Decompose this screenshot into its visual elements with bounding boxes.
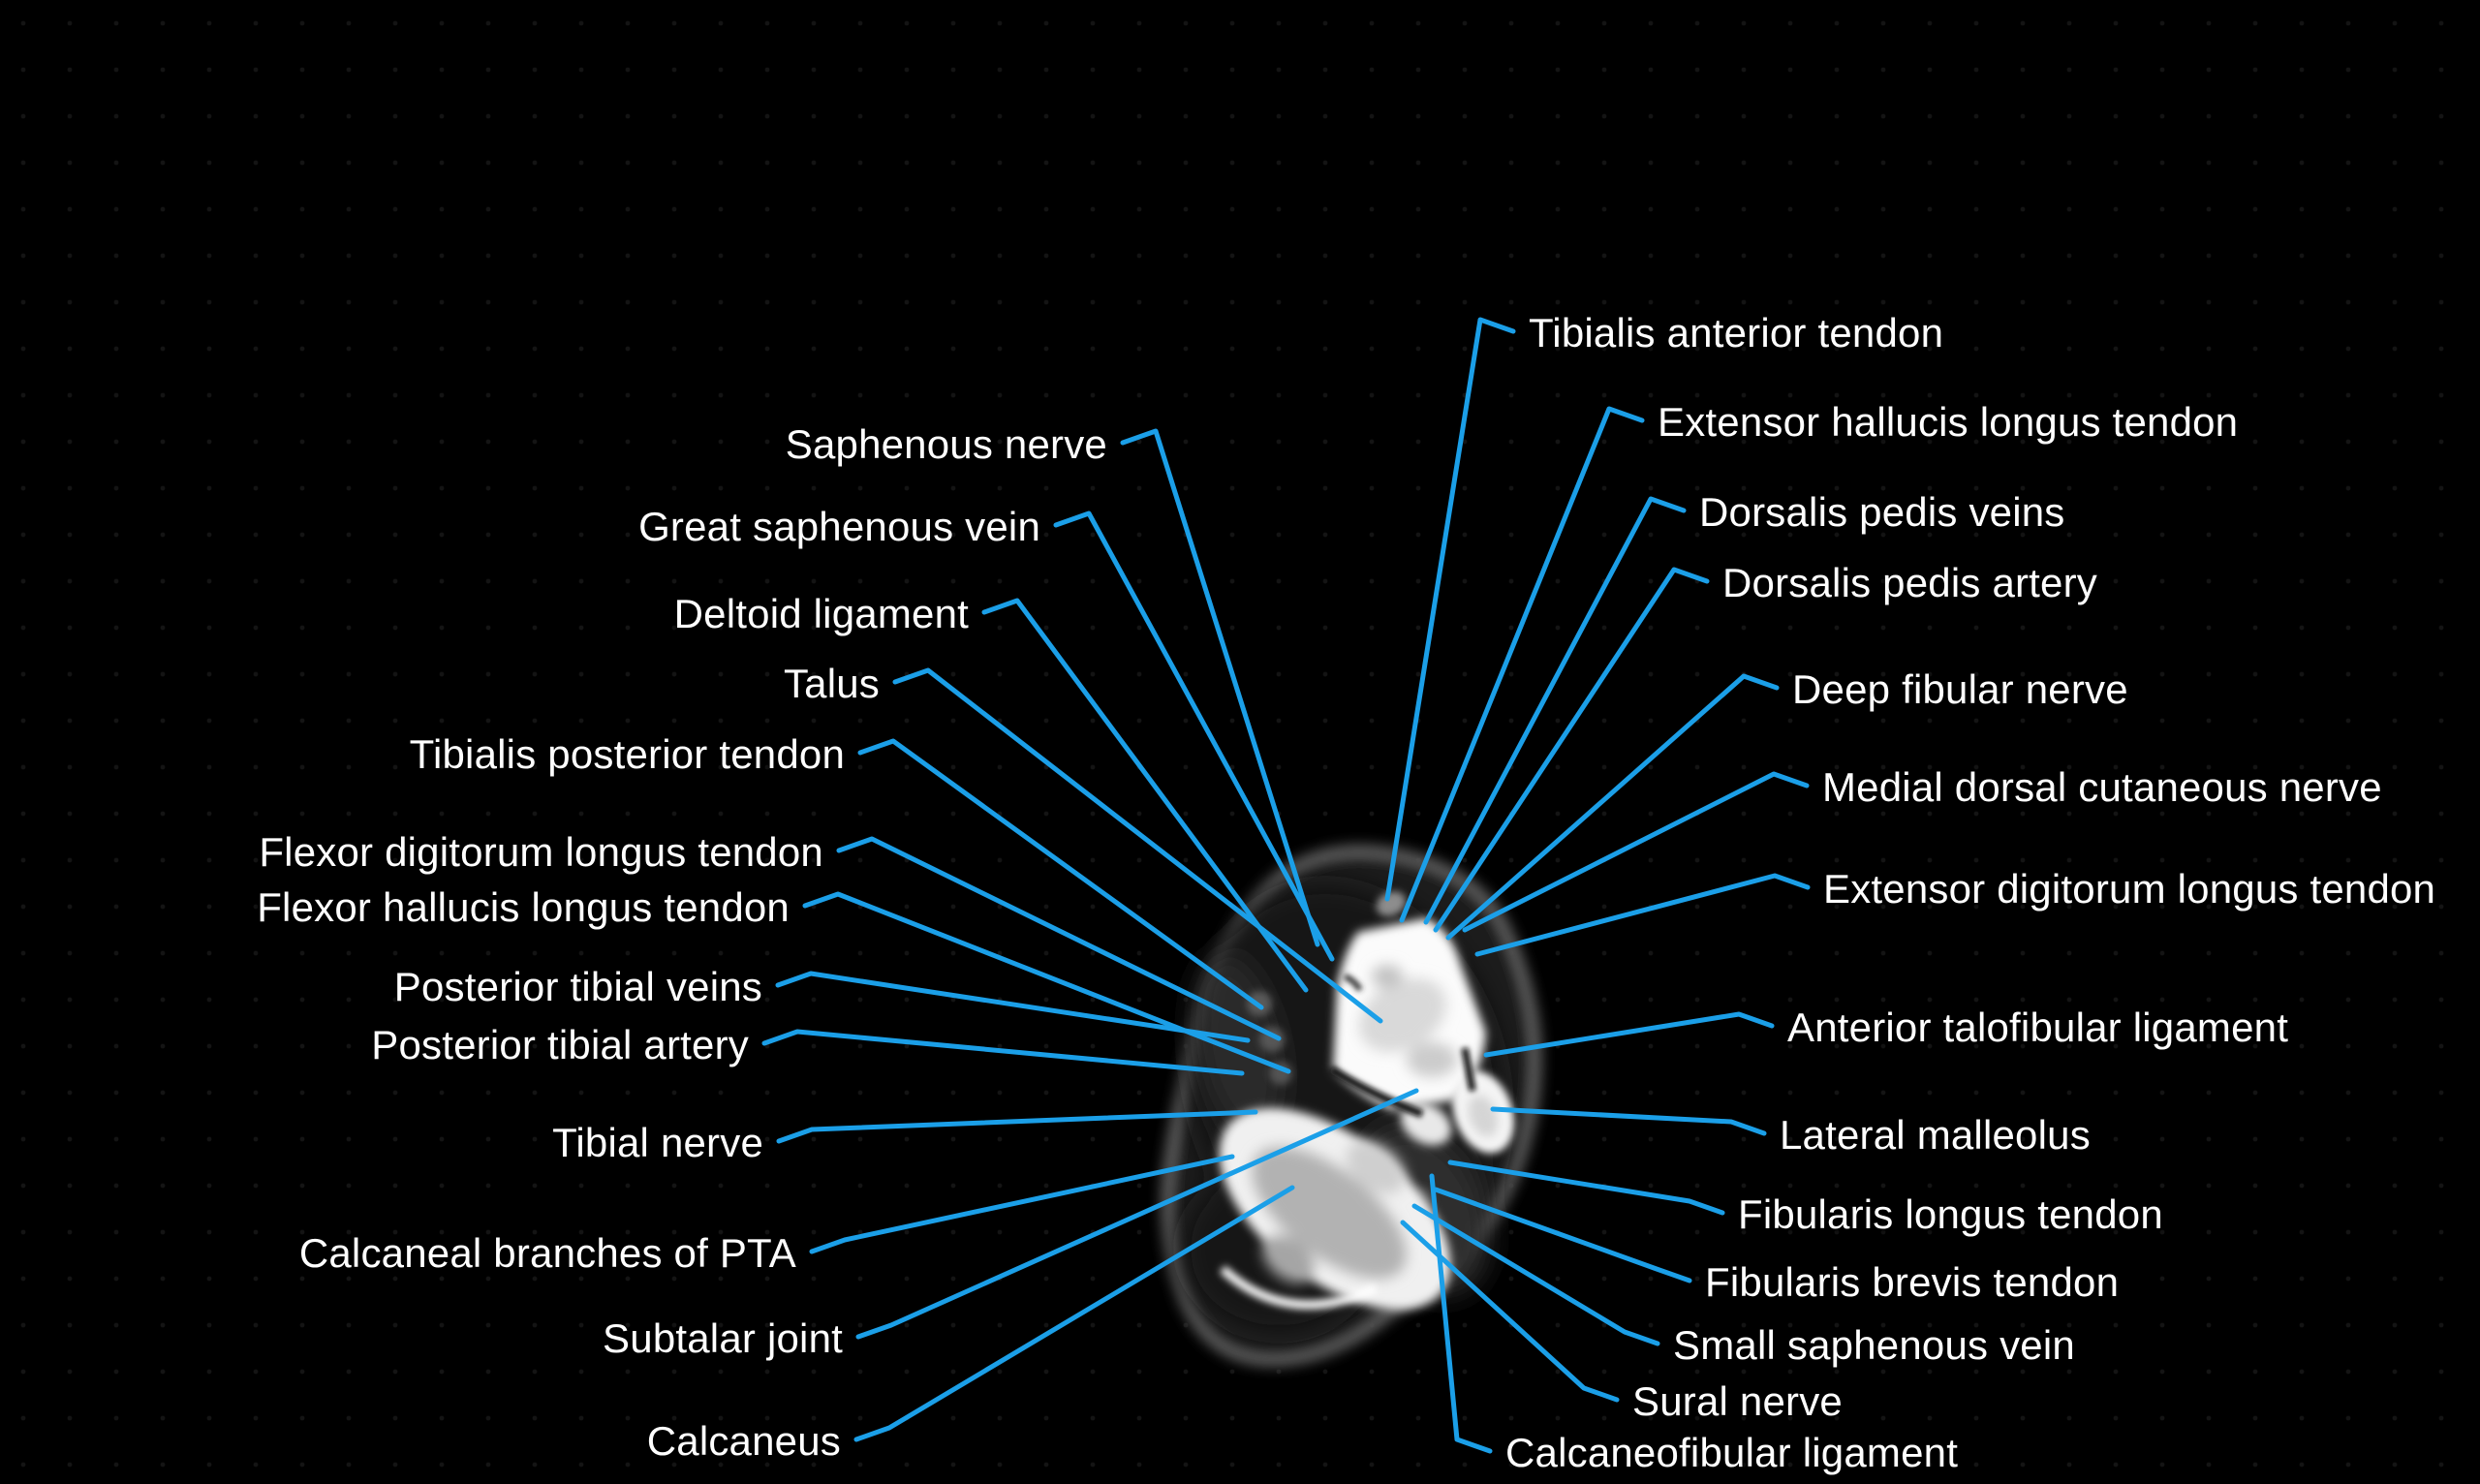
leader-line-tibialis-posterior-tendon: [857, 738, 1264, 1010]
leader-line-extensor-digitorum-longus-tendon: [1474, 873, 1811, 957]
label-posterior-tibial-artery: Posterior tibial artery: [371, 1021, 749, 1067]
label-posterior-tibial-veins: Posterior tibial veins: [393, 963, 762, 1009]
leader-line-posterior-tibial-artery: [761, 1029, 1245, 1076]
label-extensor-digitorum-longus-tendon: Extensor digitorum longus tendon: [1823, 865, 2436, 912]
label-lateral-malleolus: Lateral malleolus: [1780, 1111, 2091, 1158]
leader-line-medial-dorsal-cutaneous-nerve: [1462, 771, 1810, 933]
tendon-nodule: [1376, 891, 1407, 916]
label-tibialis-posterior-tendon: Tibialis posterior tendon: [409, 730, 845, 777]
leader-line-deltoid-ligament: [981, 598, 1309, 993]
label-deep-fibular-nerve: Deep fibular nerve: [1792, 665, 2128, 712]
leader-line-tibialis-anterior-tendon: [1384, 317, 1516, 902]
leader-line-deep-fibular-nerve: [1445, 673, 1780, 941]
label-talus: Talus: [783, 660, 880, 706]
leader-line-lateral-malleolus: [1490, 1106, 1767, 1136]
leader-line-flexor-digitorum-longus-tendon: [836, 836, 1282, 1041]
leader-line-saphenous-nerve: [1120, 428, 1320, 947]
label-sural-nerve: Sural nerve: [1632, 1377, 1843, 1424]
joint-gap-lines: [1328, 974, 1476, 1118]
leader-line-talus: [892, 667, 1383, 1024]
label-dorsalis-pedis-artery: Dorsalis pedis artery: [1722, 559, 2097, 605]
label-fibularis-longus-tendon: Fibularis longus tendon: [1738, 1190, 2163, 1237]
leader-line-posterior-tibial-veins: [775, 971, 1251, 1043]
label-tibialis-anterior-tendon: Tibialis anterior tendon: [1529, 309, 1944, 356]
label-calcaneus: Calcaneus: [646, 1417, 841, 1464]
talus-bone-shape: [1333, 918, 1486, 1110]
lateral-malleolus-bone-shape: [1452, 1070, 1514, 1154]
leader-line-great-saphenous-vein: [1053, 510, 1335, 962]
leader-line-flexor-hallucis-longus-tendon: [802, 891, 1291, 1074]
leader-line-calcaneal-branches-of-pta: [809, 1154, 1235, 1254]
label-medial-dorsal-cutaneous-nerve: Medial dorsal cutaneous nerve: [1822, 763, 2382, 810]
label-calcaneofibular-ligament: Calcaneofibular ligament: [1505, 1429, 1959, 1475]
label-saphenous-nerve: Saphenous nerve: [785, 420, 1107, 467]
label-deltoid-ligament: Deltoid ligament: [673, 590, 969, 636]
label-fibularis-brevis-tendon: Fibularis brevis tendon: [1705, 1258, 2120, 1305]
leader-line-anterior-talofibular-ligament: [1483, 1011, 1775, 1058]
leader-line-extensor-hallucis-longus-tendon: [1399, 406, 1645, 923]
leader-line-dorsalis-pedis-artery: [1433, 567, 1710, 933]
label-small-saphenous-vein: Small saphenous vein: [1673, 1321, 2075, 1368]
calcaneus-bone-shape: [1219, 1101, 1452, 1311]
label-extensor-hallucis-longus-tendon: Extensor hallucis longus tendon: [1658, 398, 2239, 445]
label-flexor-digitorum-longus-tendon: Flexor digitorum longus tendon: [259, 828, 823, 875]
leader-line-tibial-nerve: [776, 1109, 1258, 1144]
leader-line-sural-nerve: [1400, 1220, 1620, 1403]
label-calcaneal-branches-of-pta: Calcaneal branches of PTA: [298, 1229, 796, 1276]
leader-line-subtalar-joint: [855, 1088, 1419, 1340]
label-great-saphenous-vein: Great saphenous vein: [638, 503, 1040, 549]
leader-line-dorsalis-pedis-veins: [1423, 496, 1687, 925]
leader-line-fibularis-longus-tendon: [1447, 1159, 1725, 1216]
label-flexor-hallucis-longus-tendon: Flexor hallucis longus tendon: [257, 883, 790, 930]
leader-line-small-saphenous-vein: [1411, 1203, 1660, 1346]
leader-line-calcaneofibular-ligament: [1429, 1173, 1493, 1454]
label-anterior-talofibular-ligament: Anterior talofibular ligament: [1787, 1004, 2289, 1050]
label-dorsalis-pedis-veins: Dorsalis pedis veins: [1699, 488, 2065, 535]
leader-line-calcaneus: [853, 1185, 1295, 1442]
leader-line-fibularis-brevis-tendon: [1433, 1187, 1692, 1283]
label-tibial-nerve: Tibial nerve: [552, 1119, 763, 1165]
label-subtalar-joint: Subtalar joint: [603, 1314, 843, 1361]
